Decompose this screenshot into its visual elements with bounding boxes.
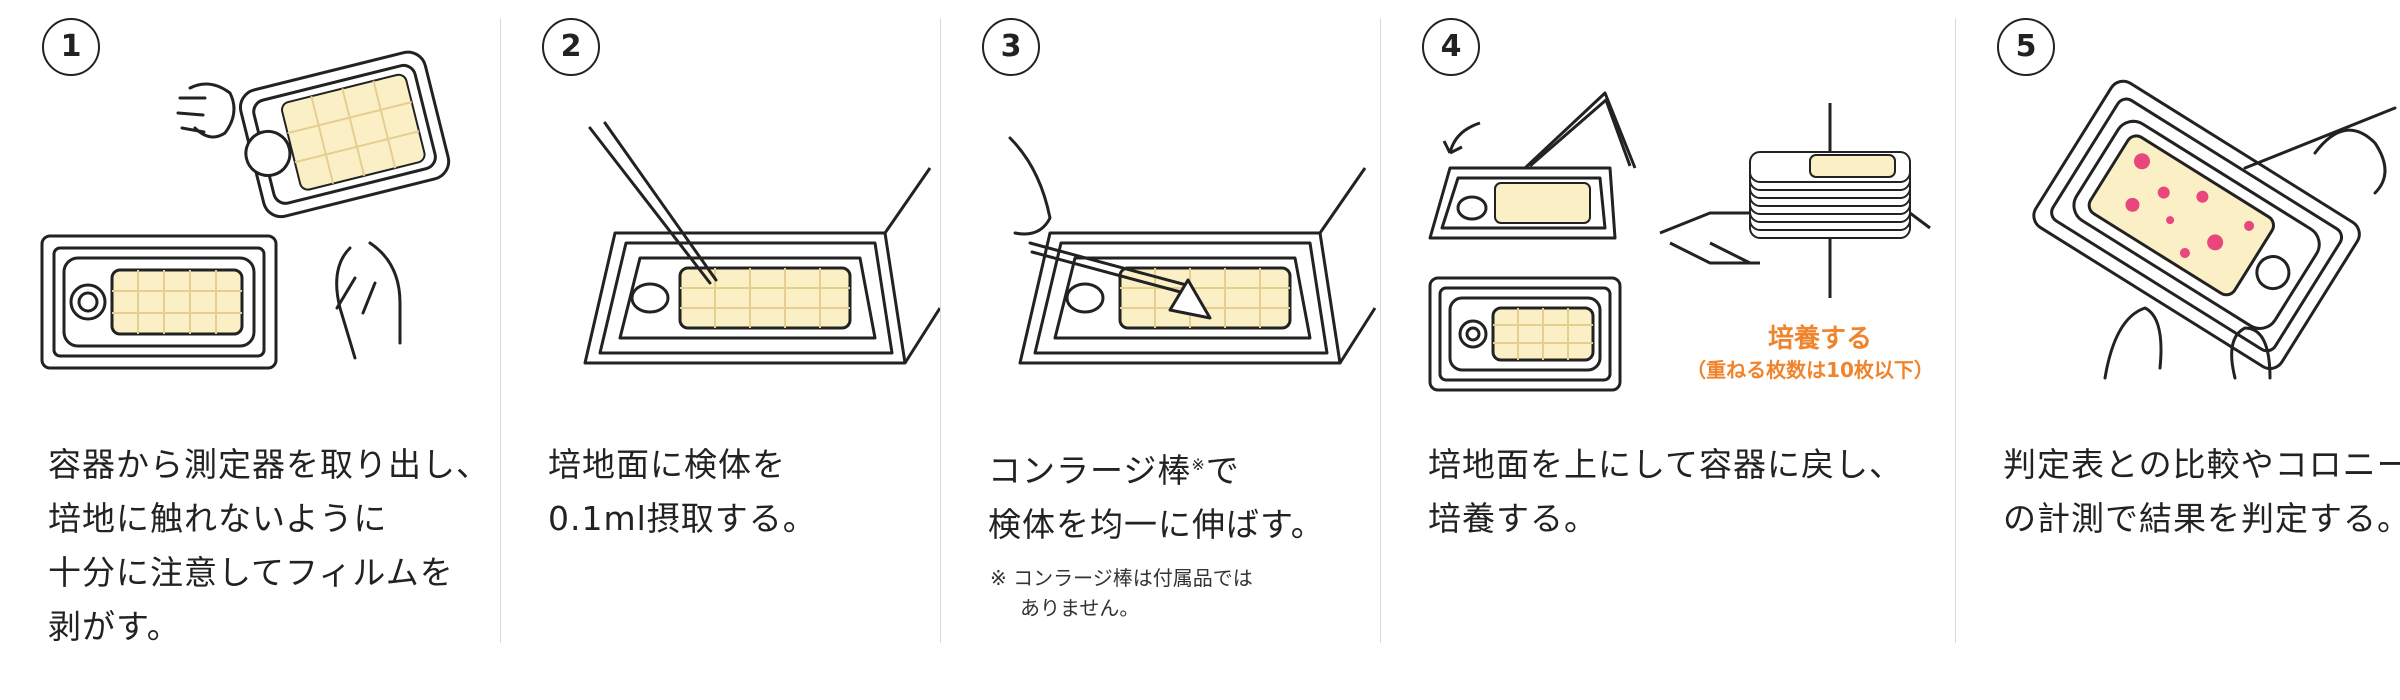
step-1: 1 <box>30 18 500 646</box>
step-5-illustration <box>2032 79 2397 380</box>
step-4-illustration <box>1428 91 1931 392</box>
step-3-illustration <box>1008 136 1377 365</box>
incubate-note: （重ねる枚数は10枚以下） <box>1686 358 1934 382</box>
step-number: 5 <box>1997 18 2055 76</box>
footnote-mark: ※ <box>990 566 1007 590</box>
step-5-caption: 判定表との比較やコロニー の計測で結果を判定する。 <box>2003 438 2400 546</box>
step-2: 2 培地面に検体を 0.1ml摂取する。 <box>530 18 940 643</box>
step-5: 5 判定表との比較やコロニー の計測で結果を判定する。 <box>1985 18 2400 643</box>
step-4-caption: 培地面を上にして容器に戻し、 培養する。 <box>1428 438 1903 546</box>
step-3: 3 コンラージ棒※で 検体を均一に伸ばす。 ※ コンラージ棒は付属品では ありま… <box>970 18 1380 643</box>
step-1-illustration <box>40 50 451 370</box>
step-1-caption: 容器から測定器を取り出し、 培地に触れないように 十分に注意してフィルムを 剥が… <box>48 438 490 654</box>
caption-line: 検体を均一に伸ばす。 <box>988 505 1325 544</box>
caption-line: 十分に注意してフィルムを <box>48 553 454 592</box>
step-2-illustration <box>583 121 940 365</box>
caption-line: 剥がす。 <box>48 607 181 646</box>
caption-line: の計測で結果を判定する。 <box>2003 499 2400 538</box>
caption-line: 0.1ml摂取する。 <box>548 499 817 538</box>
caption-line: 容器から測定器を取り出し、 <box>48 445 490 484</box>
step-number: 4 <box>1422 18 1480 76</box>
footnote: ※ コンラージ棒は付属品では ありません。 <box>990 563 1253 623</box>
divider <box>1380 18 1381 643</box>
divider <box>940 18 941 643</box>
footnote-mark: ※ <box>1191 455 1206 474</box>
caption-line: 培地面に検体を <box>548 445 786 484</box>
step-4: 4 <box>1410 18 1940 643</box>
caption-line: 培地に触れないように <box>48 499 388 538</box>
caption-line: 培地面を上にして容器に戻し、 <box>1428 445 1904 484</box>
caption-line: コンラージ棒※で <box>988 438 1325 498</box>
footnote-line: ありません。 <box>1020 596 1140 620</box>
step-3-caption: コンラージ棒※で 検体を均一に伸ばす。 <box>988 438 1325 552</box>
caption-line: 培養する。 <box>1428 499 1598 538</box>
footnote-text: コンラージ棒は付属品では <box>1013 566 1253 590</box>
step-number: 1 <box>42 18 100 76</box>
caption-text: コンラージ棒 <box>988 451 1192 490</box>
incubate-label: 培養する <box>1767 324 1872 354</box>
divider <box>500 18 501 643</box>
step-number: 3 <box>982 18 1040 76</box>
footnote-line: ※ コンラージ棒は付属品では <box>990 563 1253 593</box>
step-number: 2 <box>542 18 600 76</box>
caption-text: で <box>1205 451 1240 490</box>
caption-line: 判定表との比較やコロニー <box>2003 445 2400 484</box>
divider <box>1955 18 1956 643</box>
step-2-caption: 培地面に検体を 0.1ml摂取する。 <box>548 438 817 546</box>
